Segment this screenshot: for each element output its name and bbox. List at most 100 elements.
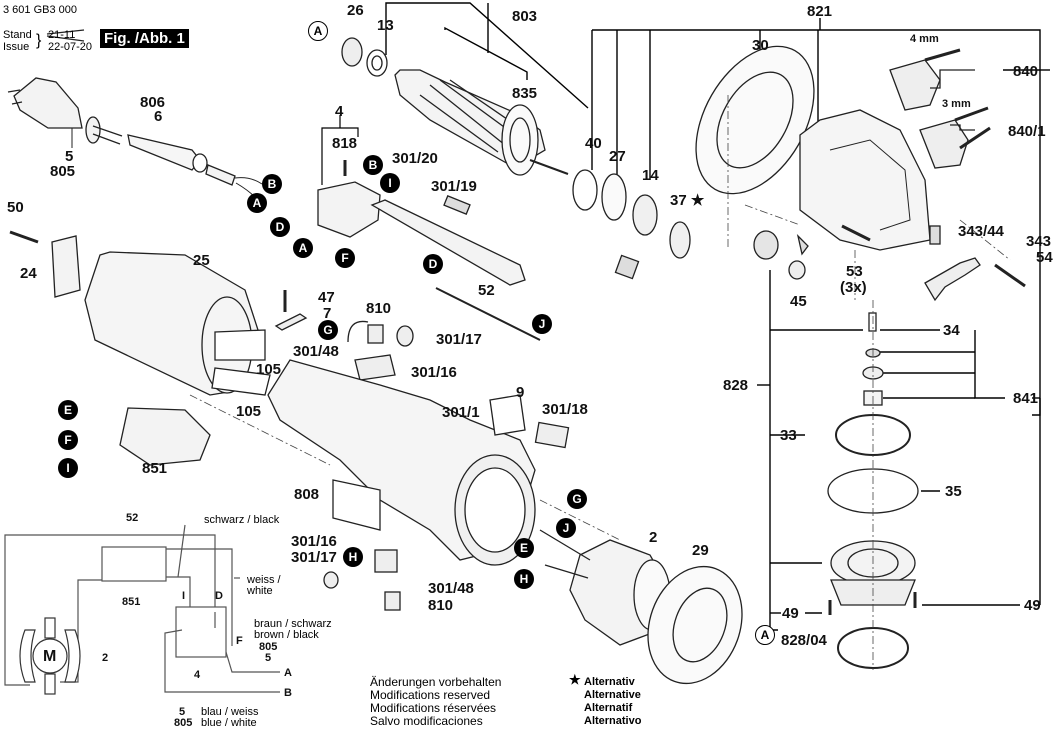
spring-part	[443, 195, 471, 215]
issue-label: Issue	[3, 41, 30, 53]
connector-marker-b: B	[262, 174, 282, 194]
part-label-810: 810	[366, 300, 392, 317]
wire-color-blue-2: blue / white	[201, 717, 257, 729]
notice-line: Änderungen vorbehalten	[370, 675, 502, 689]
connector-marker-h: H	[343, 547, 363, 567]
dimension-3mm: 3 mm	[942, 98, 971, 110]
connector-marker-a: A	[308, 21, 328, 41]
part-label-9: 9	[516, 384, 525, 401]
part-label-806: 806	[140, 94, 166, 111]
part-label-54: 54	[1036, 249, 1053, 266]
part-label-828: 828	[723, 377, 749, 394]
alt-bearing-part	[669, 221, 691, 259]
connector-marker-e: E	[58, 400, 78, 420]
part-label-840: 840	[1013, 63, 1039, 80]
part-label-27: 27	[609, 148, 626, 165]
part-label-50: 50	[7, 199, 24, 216]
part-label-301-17: 301/17	[436, 331, 482, 348]
part-label-35: 35	[945, 483, 962, 500]
part-label-24: 24	[20, 265, 37, 282]
pin-part	[868, 312, 877, 332]
wiring-diagram	[4, 524, 280, 693]
switch-rod-part	[370, 199, 526, 286]
wire-color-black: schwarz / black	[204, 514, 280, 526]
part-label-47: 47	[318, 289, 335, 306]
leader-lines	[385, 2, 1050, 416]
screw-part	[9, 230, 39, 244]
spindle-lock-button-part	[889, 59, 941, 111]
centerline	[189, 95, 1011, 670]
part-label-105-b: 105	[236, 403, 262, 420]
lever-part	[924, 257, 981, 302]
part-label-5: 5	[65, 148, 74, 165]
legend-line: Alternatif	[584, 702, 633, 714]
connector-marker-g: G	[318, 320, 338, 340]
part-label-805: 805	[50, 163, 76, 180]
part-label-53: 53	[846, 263, 863, 280]
wire-color-brown-2: brown / black	[254, 629, 319, 641]
electronic-module-part	[119, 407, 211, 466]
brace: }	[36, 32, 42, 49]
legend-line: Alternative	[584, 689, 641, 701]
part-label-26: 26	[347, 2, 364, 19]
part-label-835: 835	[512, 85, 538, 102]
notice-line: Modifications reserved	[370, 688, 491, 702]
circlip-part	[572, 169, 598, 211]
wiring-label-5-a: 5	[265, 652, 272, 664]
part-label-40: 40	[585, 135, 602, 152]
notice-line: Salvo modificaciones	[370, 714, 483, 728]
notice-line: Modifications réservées	[370, 701, 497, 715]
carbon-brush-part	[384, 591, 401, 611]
brush-holder-part	[354, 354, 396, 381]
gasket-part	[827, 468, 919, 514]
part-label-34: 34	[943, 322, 960, 339]
wiring-label-5-b: 5	[179, 706, 186, 718]
connector-marker-j: J	[532, 314, 552, 334]
part-label-301-20: 301/20	[392, 150, 438, 167]
part-label-301-48: 301/48	[293, 343, 339, 360]
armature-part	[394, 69, 569, 176]
strike-line	[46, 35, 85, 42]
document-number: 3 601 GB3 000	[3, 4, 78, 16]
wiring-label-52: 52	[126, 512, 139, 524]
connector-marker-i: I	[380, 173, 400, 193]
connector-marker-f: F	[335, 248, 355, 268]
seal-ring-part	[601, 173, 627, 221]
part-label-13: 13	[377, 17, 394, 34]
figure-label: Fig. /Abb. 1	[100, 29, 189, 48]
connector-marker-i: I	[58, 458, 78, 478]
star-icon: ★	[690, 192, 705, 209]
legend-line: Alternativ	[584, 676, 635, 688]
bearing-part	[632, 194, 658, 236]
part-label-29: 29	[692, 542, 709, 559]
wiring-terminal-d: D	[215, 590, 223, 602]
spring-part	[929, 225, 941, 245]
part-label-14: 14	[642, 167, 659, 184]
part-label-851: 851	[142, 460, 168, 477]
wiring-terminal-a: A	[284, 667, 292, 679]
part-label-821: 821	[807, 3, 833, 20]
star-icon: ★	[569, 672, 581, 687]
part-label-301-1: 301/1	[442, 404, 480, 421]
gear-housing-part	[799, 109, 931, 251]
wiring-terminal-b: B	[284, 687, 292, 699]
motor-symbol-label: M	[43, 648, 57, 665]
part-label-45: 45	[790, 293, 807, 310]
connector-marker-f: F	[58, 430, 78, 450]
wire-color-blue-1: blau / weiss	[201, 706, 259, 718]
part-label-343: 343	[1026, 233, 1052, 250]
wiring-terminal-f: F	[236, 635, 243, 647]
part-label-301-17-b: 301/17	[291, 549, 337, 566]
part-label-25: 25	[193, 252, 210, 269]
connector-marker-j: J	[556, 518, 576, 538]
part-label-803: 803	[512, 8, 538, 25]
connector-marker-h: H	[514, 569, 534, 589]
nut-part	[788, 260, 806, 280]
wire-color-white-1: weiss /	[247, 574, 281, 586]
connector-marker-a: A	[755, 625, 775, 645]
part-label-301-16: 301/16	[411, 364, 457, 381]
screw-part	[841, 224, 871, 242]
connector-marker-e: E	[514, 538, 534, 558]
part-label-33: 33	[780, 427, 797, 444]
brush-holder-part	[374, 549, 398, 573]
